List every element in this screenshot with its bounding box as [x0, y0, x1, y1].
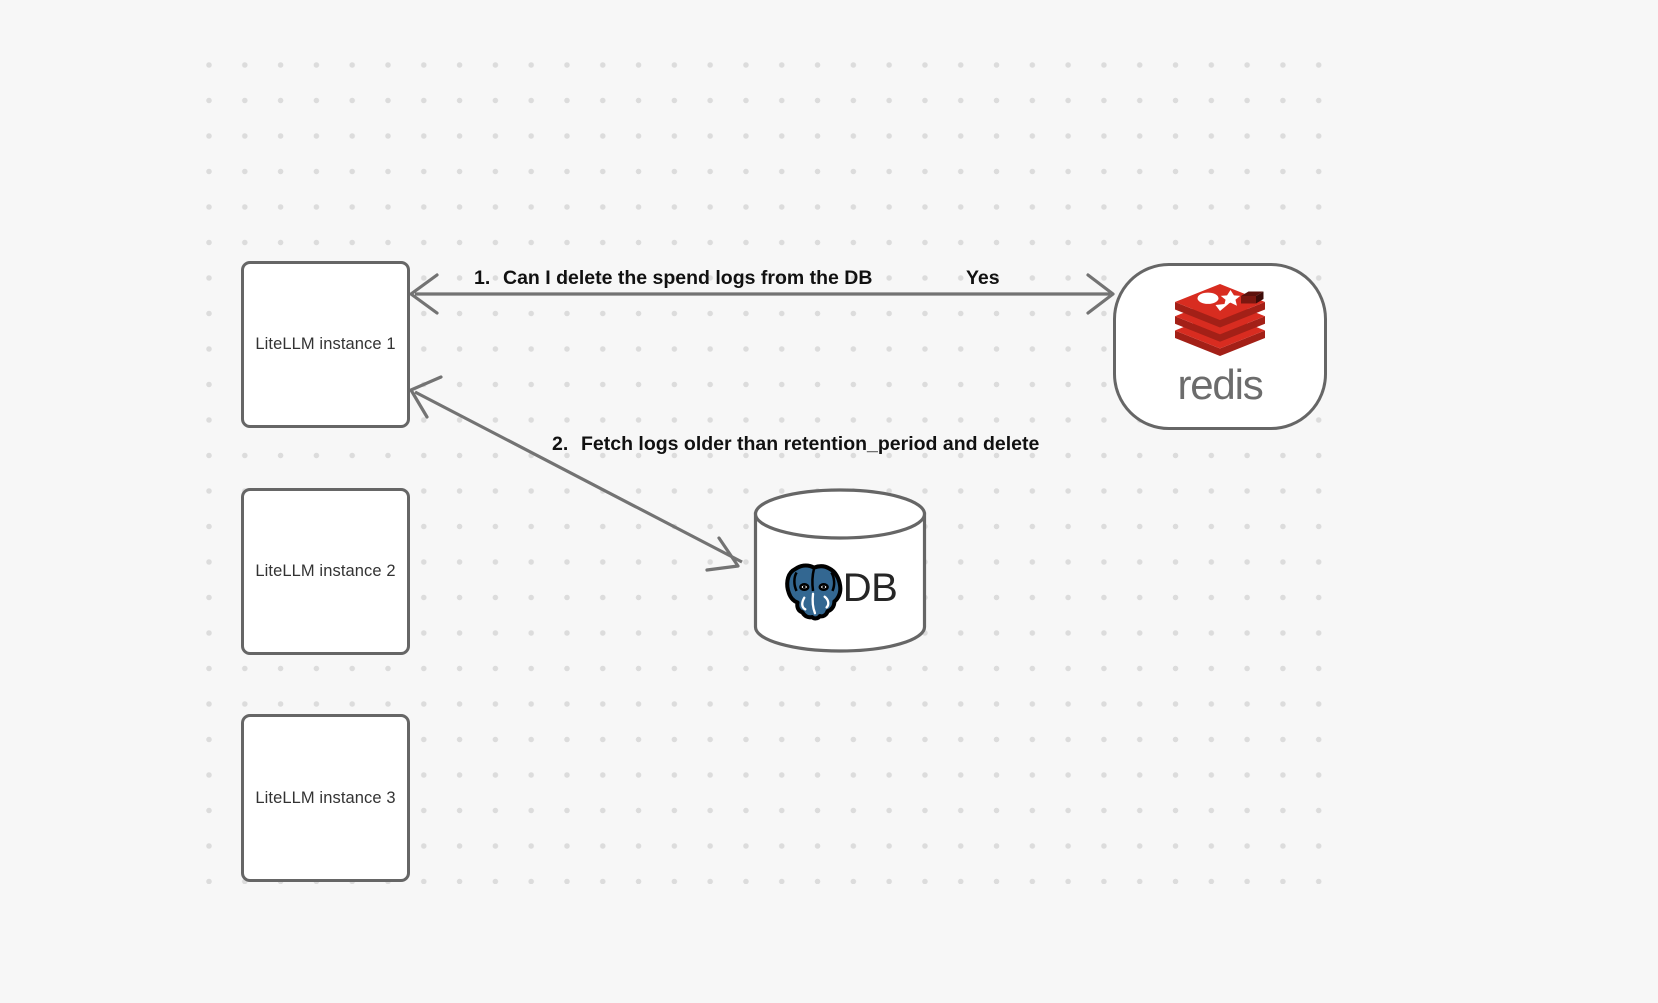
- node-litellm-instance-1[interactable]: LiteLLM instance 1: [241, 261, 410, 428]
- redis-logo-wrapper: redis: [1172, 283, 1268, 408]
- node-litellm-instance-1-label: LiteLLM instance 1: [255, 335, 396, 353]
- db-content: DB: [753, 540, 927, 635]
- edge-2-label-number: 2.: [552, 433, 569, 455]
- edge-1-reply-label: Yes: [966, 267, 1000, 289]
- edge-1-label-text: Can I delete the spend logs from the DB: [503, 267, 873, 289]
- db-label: DB: [842, 565, 898, 610]
- edge-1-label-number: 1.: [474, 267, 491, 289]
- postgresql-elephant-icon: [784, 562, 843, 620]
- edge-litellm1-redis: [409, 273, 1115, 315]
- edge-1-arrowhead-right: [1086, 273, 1115, 315]
- edge-2-arrowhead-lower: [705, 536, 740, 572]
- node-litellm-instance-2-label: LiteLLM instance 2: [255, 562, 396, 580]
- edge-2-line: [414, 390, 743, 564]
- edge-db-litellm1: [409, 375, 743, 572]
- node-litellm-instance-2[interactable]: LiteLLM instance 2: [241, 488, 410, 655]
- edge-1-arrowhead-left: [409, 273, 439, 315]
- node-litellm-instance-3[interactable]: LiteLLM instance 3: [241, 714, 410, 882]
- edge-2-arrowhead-upper: [409, 375, 443, 419]
- node-litellm-instance-3-label: LiteLLM instance 3: [255, 788, 396, 807]
- node-database[interactable]: DB: [753, 488, 927, 653]
- node-redis[interactable]: redis: [1113, 263, 1327, 430]
- redis-icon: [1175, 283, 1265, 356]
- edge-2-label-text: Fetch logs older than retention_period a…: [581, 433, 1040, 455]
- redis-wordmark: redis: [1177, 360, 1263, 408]
